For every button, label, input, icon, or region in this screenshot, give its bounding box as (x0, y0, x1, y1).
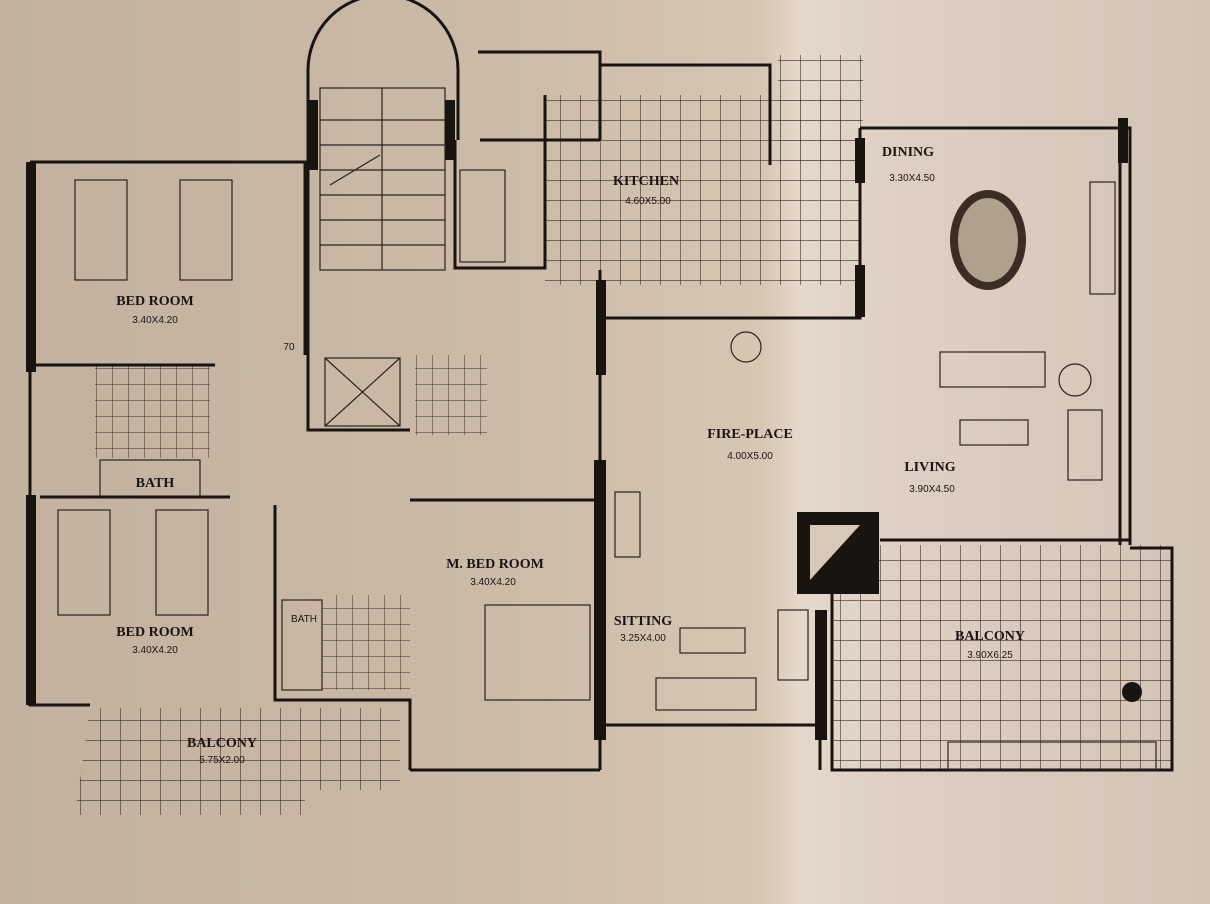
terrace-floor (778, 55, 863, 165)
bath-small-label: BATH (291, 614, 317, 625)
kitchen-label: KITCHEN (613, 174, 679, 189)
balcony-left-size: 5.75X2.00 (199, 755, 245, 766)
sitting-label: SITTING (614, 614, 672, 629)
master-bedroom-size: 3.40X4.20 (470, 577, 516, 588)
wc-floor (415, 355, 487, 435)
balcony-right-floor (832, 545, 1172, 770)
bath-floor (95, 366, 210, 458)
dining-label: DINING (882, 145, 934, 160)
living-size: 3.90X4.50 (909, 484, 955, 495)
dimension-note: 70 (283, 342, 295, 353)
walls (26, 0, 1174, 772)
lift-shaft (324, 357, 401, 427)
fireplace (797, 512, 879, 594)
balcony-right-label: BALCONY (955, 629, 1025, 644)
living-label: LIVING (904, 460, 955, 475)
bedroom-bottom-size: 3.40X4.20 (132, 645, 178, 656)
fireplace-label: FIRE-PLACE (707, 427, 793, 442)
kitchen-size: 4.60X5.00 (625, 196, 671, 207)
bedroom-bottom-label: BED ROOM (116, 625, 193, 640)
fireplace-size: 4.00X5.00 (727, 451, 773, 462)
sitting-size: 3.25X4.00 (620, 633, 666, 644)
furniture (57, 169, 1157, 771)
balcony-right-size: 3.90X6.25 (967, 650, 1013, 661)
dining-table (950, 190, 1026, 290)
staircase (319, 87, 446, 271)
balcony-left-floor (75, 708, 400, 815)
dining-size: 3.30X4.50 (889, 173, 935, 184)
bedroom-top-size: 3.40X4.20 (132, 315, 178, 326)
bedroom-top-label: BED ROOM (116, 294, 193, 309)
master-bedroom-label: M. BED ROOM (446, 557, 544, 572)
master-bath-floor (322, 595, 410, 690)
bath-label: BATH (136, 476, 175, 491)
balcony-left-label: BALCONY (187, 736, 257, 751)
